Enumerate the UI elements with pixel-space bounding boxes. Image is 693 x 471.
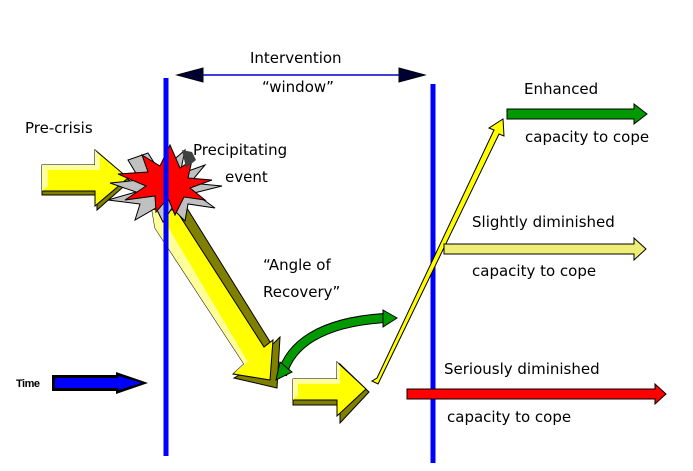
precipitating-label: Precipitating bbox=[193, 141, 288, 159]
low-point-arrow bbox=[292, 360, 370, 425]
event-label: event bbox=[225, 168, 268, 186]
intervention-window-arrow bbox=[175, 67, 427, 83]
recovery-arrow bbox=[370, 118, 505, 385]
pre-crisis-arrow bbox=[41, 148, 131, 212]
angle-of-recovery-arrow bbox=[275, 309, 398, 381]
time-arrow bbox=[52, 372, 148, 394]
angle-label: “Angle of bbox=[263, 256, 331, 274]
enhanced-label: Enhanced bbox=[524, 80, 599, 98]
seriously-diminished-arrow bbox=[406, 382, 667, 406]
slightly-diminished-arrow bbox=[443, 236, 647, 262]
seriously-capacity-label: capacity to cope bbox=[447, 408, 572, 426]
decline-arrow bbox=[151, 204, 281, 389]
enhanced-capacity-label: capacity to cope bbox=[525, 128, 650, 146]
intervention-label: Intervention bbox=[250, 49, 342, 67]
slightly-label: Slightly diminished bbox=[472, 213, 615, 231]
slightly-capacity-label: capacity to cope bbox=[472, 262, 597, 280]
recovery-label: Recovery” bbox=[263, 283, 341, 301]
time-label: Time bbox=[16, 378, 40, 390]
seriously-label: Seriously diminished bbox=[444, 360, 600, 378]
enhanced-arrow bbox=[506, 102, 648, 126]
pre-crisis-label: Pre-crisis bbox=[25, 119, 93, 137]
window-label: “window” bbox=[262, 78, 334, 96]
